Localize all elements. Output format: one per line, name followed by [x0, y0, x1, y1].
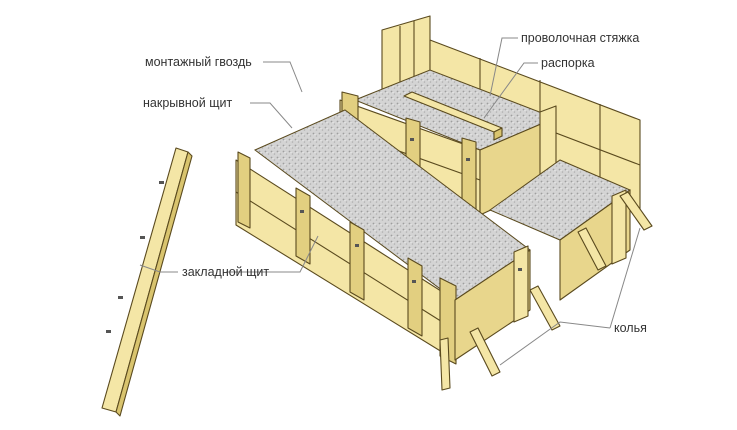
leader-embed-board-2	[226, 235, 319, 273]
stake-1	[469, 327, 501, 377]
label-strut: распорка	[541, 56, 595, 70]
leader-strut	[483, 62, 538, 119]
label-stakes: колья	[614, 321, 647, 335]
stake-2	[439, 337, 451, 391]
label-wire-tie: проволочная стяжка	[521, 31, 640, 45]
wall-nails	[300, 138, 522, 283]
embed-board-loose	[101, 147, 193, 417]
label-nail: монтажный гвоздь	[145, 55, 252, 69]
leader-embed-board	[139, 264, 178, 273]
leader-stakes-1	[499, 321, 611, 366]
leader-lines	[139, 37, 641, 366]
leader-cover-board	[250, 102, 293, 129]
label-cover-board: накрывной щит	[143, 96, 233, 110]
stakes	[439, 191, 653, 391]
stake-5	[619, 191, 653, 231]
leader-nail	[263, 61, 303, 93]
leader-wire-tie	[489, 37, 518, 97]
stake-4	[577, 227, 607, 271]
leader-stakes-2	[609, 227, 641, 329]
strut	[403, 91, 503, 141]
lower-tier-front-wall	[235, 151, 457, 365]
label-embed-board: закладной щит	[182, 265, 270, 279]
stake-3	[529, 285, 561, 331]
embed-board-nails	[106, 181, 164, 333]
